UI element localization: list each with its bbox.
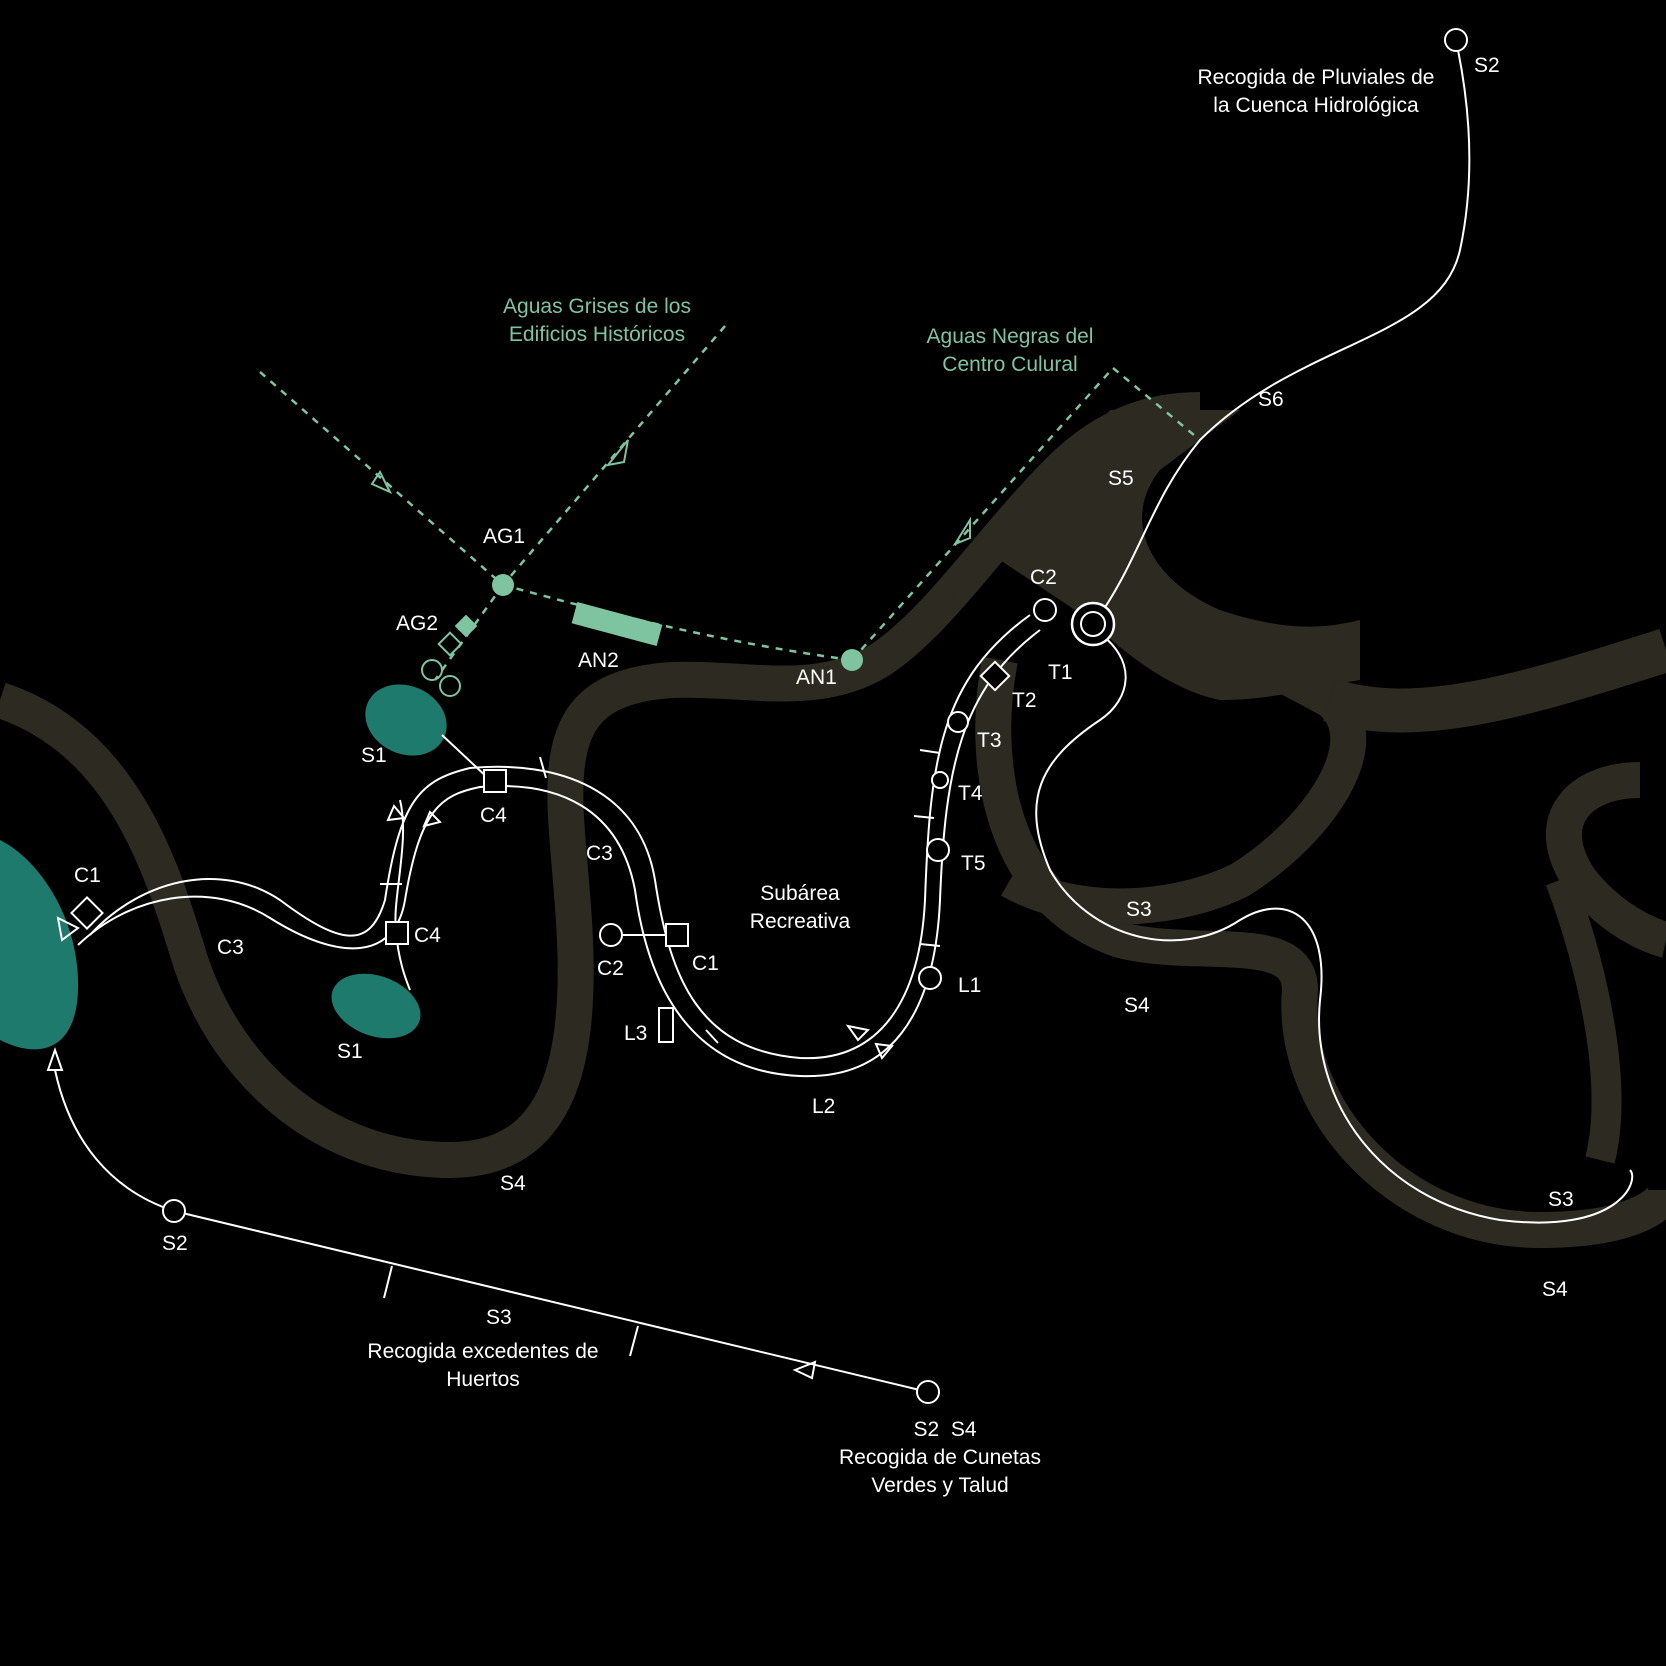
label-t3: T3 [977,729,1002,752]
label-c4-upper: C4 [480,804,507,827]
greywater-nodes [421,574,863,697]
label-c4-lower: C4 [414,924,441,947]
label-t5: T5 [961,852,986,875]
label-huertos-2: Huertos [446,1368,520,1391]
label-aguas-grises-2: Edificios Históricos [509,323,685,346]
c4-lower-box [385,921,409,945]
label-t2: T2 [1012,689,1037,712]
node-s2-top [1444,28,1468,52]
node-ag1 [492,574,514,596]
node-c2-top [1033,598,1057,622]
node-well-inner [1080,611,1106,637]
arrow-an [952,516,971,547]
label-s3-far: S3 [1548,1188,1574,1211]
label-s3-bottom: S3 [486,1306,512,1329]
label-ag2: AG2 [396,612,438,635]
label-cunetas-2: Verdes y Talud [871,1474,1008,1497]
label-l2: L2 [812,1095,835,1118]
label-pluviales-2: la Cuenca Hidrológica [1213,94,1419,117]
label-s6: S6 [1258,388,1284,411]
node-well [1070,601,1116,647]
ag2-node-b [439,675,461,697]
label-s4-mid: S4 [500,1172,526,1195]
label-an2: AN2 [578,649,619,672]
label-s4-right: S4 [1124,994,1150,1017]
node-c2-mid [599,923,623,947]
tank-an2 [571,601,663,647]
l3-box [658,1007,674,1043]
label-l3: L3 [624,1022,647,1045]
c4-upper-box [483,769,507,793]
arrow-ag-left [370,470,393,495]
label-huertos-1: Recogida excedentes de [367,1340,598,1363]
node-s2s4 [916,1380,940,1404]
terrain-block [950,410,1360,700]
label-c2-top: C2 [1030,566,1057,589]
label-s2-top: S2 [1474,54,1500,77]
label-t1: T1 [1048,661,1073,684]
label-subarea-2: Recreativa [750,910,851,933]
arrow-ag-right [605,439,629,467]
label-aguas-negras-1: Aguas Negras del [927,325,1094,348]
ag2-node-a [421,659,443,681]
label-s2s4: S2 S4 [913,1418,976,1441]
equipment [70,28,1468,1404]
label-s2-bottom: S2 [162,1232,188,1255]
label-c1-left: C1 [74,864,101,887]
label-s1-lower: S1 [337,1040,363,1063]
t3-node [947,711,969,733]
label-t4: T4 [958,782,983,805]
pond-left [0,840,79,1050]
label-s4-far: S4 [1542,1278,1568,1301]
label-s1-upper: S1 [361,744,387,767]
t4-node [931,771,949,789]
label-aguas-grises-1: Aguas Grises de los [503,295,691,318]
label-c3-mid: C3 [586,842,613,865]
label-l1: L1 [958,974,981,997]
label-s3-right: S3 [1126,898,1152,921]
l1-node [918,966,942,990]
t5-node [926,838,950,862]
label-an1: AN1 [796,666,837,689]
label-c1-mid: C1 [692,952,719,975]
c1-mid-box [665,923,689,947]
label-aguas-negras-2: Centro Culural [942,353,1077,376]
ag2-filter-solid [454,614,478,638]
label-subarea-1: Subárea [760,882,840,905]
node-an1 [841,649,863,671]
label-c2-mid: C2 [597,957,624,980]
t2-filter [979,660,1011,692]
label-cunetas-1: Recogida de Cunetas [839,1446,1041,1469]
labels: Recogida de Pluviales de la Cuenca Hidro… [74,54,1574,1497]
pond-s1-upper [365,684,447,756]
ag2-filter-open [437,631,463,657]
c1-left-box [70,896,104,930]
label-pluviales-1: Recogida de Pluviales de [1198,66,1435,89]
label-ag1: AG1 [483,525,525,548]
terrain-paths [0,392,1666,1249]
ponds [0,684,447,1050]
label-c3-left: C3 [217,936,244,959]
pond-s1-lower [331,973,421,1039]
label-s5: S5 [1108,467,1134,490]
node-s2-bottom [162,1199,186,1223]
